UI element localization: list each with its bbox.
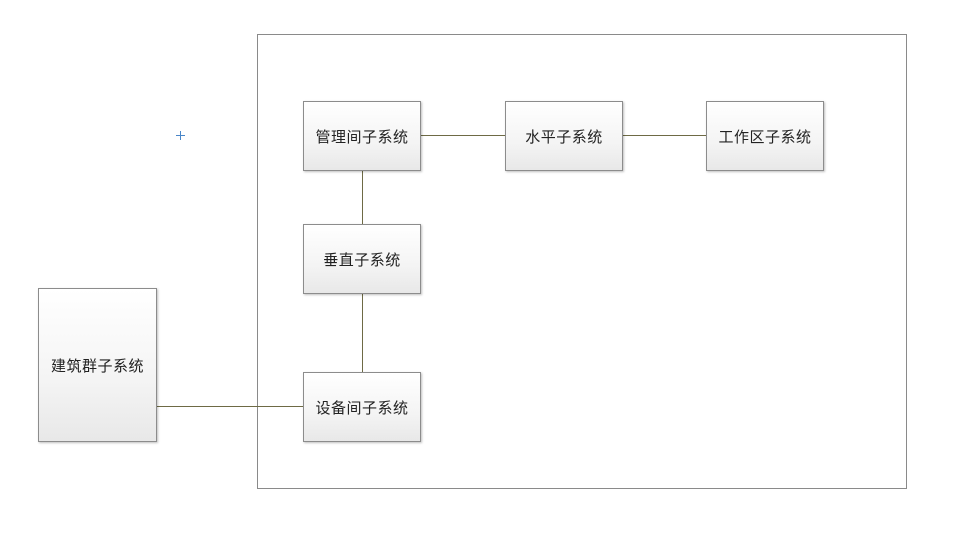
connector-building-group-equipment — [157, 406, 303, 407]
node-label: 设备间子系统 — [315, 398, 409, 417]
node-label: 垂直子系统 — [323, 250, 401, 269]
node-work-area-subsystem[interactable]: 工作区子系统 — [706, 101, 824, 171]
crosshair-marker-icon — [175, 130, 186, 141]
node-horizontal-subsystem[interactable]: 水平子系统 — [505, 101, 623, 171]
node-label: 水平子系统 — [525, 127, 603, 146]
node-equipment-room-subsystem[interactable]: 设备间子系统 — [303, 372, 421, 442]
node-management-room-subsystem[interactable]: 管理间子系统 — [303, 101, 421, 171]
node-label: 工作区子系统 — [718, 127, 812, 146]
connector-horizontal-work-area — [623, 135, 706, 136]
node-label: 管理间子系统 — [315, 127, 409, 146]
node-building-group-subsystem[interactable]: 建筑群子系统 — [38, 288, 157, 442]
node-label: 建筑群子系统 — [50, 356, 144, 375]
node-vertical-subsystem[interactable]: 垂直子系统 — [303, 224, 421, 294]
connector-management-vertical — [362, 171, 363, 224]
connector-vertical-equipment — [362, 294, 363, 372]
connector-management-horizontal — [421, 135, 505, 136]
